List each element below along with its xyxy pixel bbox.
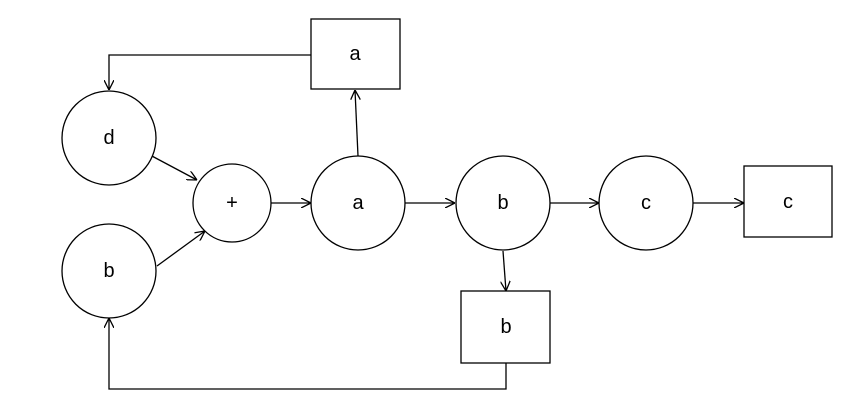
node-circle-a: a [310, 155, 406, 251]
edge-circle-a-to-box-a [355, 90, 358, 157]
circle-b-mid-label: b [497, 192, 508, 214]
edge-box-a-to-circle-d [109, 54, 314, 90]
edge-circle-b-mid-to-box-b [503, 250, 506, 291]
box-a-shape [310, 18, 401, 90]
edge-circle-d-to-circle-plus [149, 154, 197, 180]
circle-b-mid-shape [455, 155, 551, 251]
circle-b-left-shape [61, 223, 157, 319]
node-circle-b-left: b [61, 223, 157, 319]
node-box-a: a [310, 18, 401, 90]
box-b-shape [460, 290, 551, 364]
edges [109, 54, 744, 390]
node-box-c: c [743, 165, 833, 238]
edge-circle-b-left-to-circle-plus [156, 231, 205, 267]
circle-b-left-label: b [103, 260, 114, 282]
box-b-label: b [500, 316, 511, 338]
node-circle-c: c [598, 155, 694, 251]
node-circle-d: d [61, 90, 157, 186]
circle-a-shape [310, 155, 406, 251]
circle-d-shape [61, 90, 157, 186]
circle-d-label: d [103, 127, 114, 149]
edge-box-b-to-circle-b-left [109, 318, 507, 390]
circle-plus-label: + [226, 192, 238, 214]
circle-a-label: a [352, 192, 364, 214]
node-circle-plus: + [192, 163, 272, 243]
box-c-label: c [783, 191, 793, 213]
circle-c-label: c [641, 192, 651, 214]
circle-plus-shape [192, 163, 272, 243]
box-a-label: a [349, 43, 361, 65]
node-circle-b-mid: b [455, 155, 551, 251]
box-c-shape [743, 165, 833, 238]
circle-c-shape [598, 155, 694, 251]
node-box-b: b [460, 290, 551, 364]
